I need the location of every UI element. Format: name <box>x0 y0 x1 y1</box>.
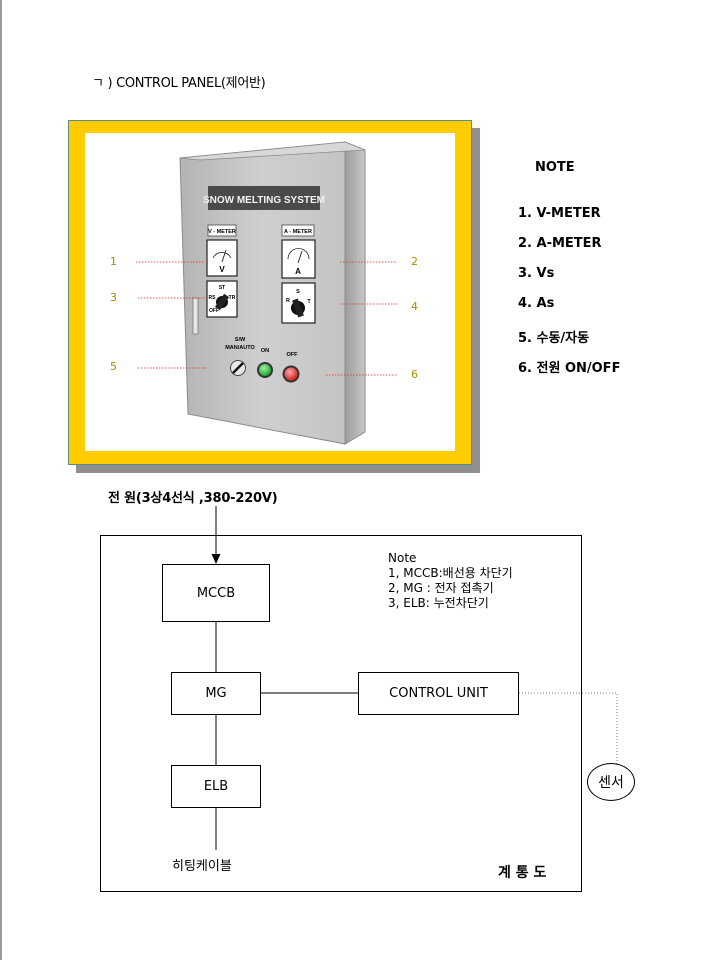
diagram-note-line: Note <box>388 551 417 565</box>
diagram-note-line: 2, MG : 전자 접촉기 <box>388 581 494 595</box>
svg-text:OFF: OFF <box>287 352 299 358</box>
sensor-line <box>519 692 618 764</box>
page-left-rule <box>0 0 2 960</box>
svg-text:MAN/AUTO: MAN/AUTO <box>225 345 255 351</box>
on-lamp <box>259 364 271 376</box>
note-title: NOTE <box>535 160 575 175</box>
mccb-box: MCCB <box>162 564 270 622</box>
mg-label: MG <box>205 686 227 701</box>
diagram-note-line: 3, ELB: 누전차단기 <box>388 596 489 610</box>
sign-plate <box>208 186 320 210</box>
heating-cable-label: 히팅케이블 <box>172 859 232 874</box>
a-meter <box>281 239 316 279</box>
v-meter <box>206 239 238 277</box>
control-unit-label: CONTROL UNIT <box>389 686 488 701</box>
callout-2: 2 <box>411 255 418 268</box>
svg-text:T: T <box>307 299 311 305</box>
control-unit-box: CONTROL UNIT <box>358 672 519 715</box>
off-lamp <box>284 367 298 381</box>
mg-box: MG <box>171 672 261 715</box>
note-item: 2. A-METER <box>518 236 602 251</box>
svg-text:TR: TR <box>229 295 236 301</box>
elb-box: ELB <box>171 765 261 808</box>
sensor-label: 센서 <box>598 775 624 791</box>
svg-text:OFF: OFF <box>209 308 219 314</box>
note-item: 1. V-METER <box>518 206 601 221</box>
power-source-label: 전 원(3상4선식 ,380-220V) <box>108 491 278 506</box>
callout-leaders <box>136 261 398 376</box>
a-meter-symbol: A <box>295 267 301 276</box>
sensor-node: 센서 <box>587 763 635 801</box>
diagram-note-line: 1, MCCB:배선용 차단기 <box>388 566 513 580</box>
callout-1: 1 <box>110 255 117 268</box>
note-item: 4. As <box>518 296 555 311</box>
diagram-note: Note 1, MCCB:배선용 차단기 2, MG : 전자 접촉기 3, E… <box>388 551 513 611</box>
svg-text:RS: RS <box>209 295 217 301</box>
a-meter-label: A - METER <box>284 229 312 235</box>
mccb-label: MCCB <box>196 585 236 601</box>
svg-text:S: S <box>296 289 300 295</box>
callout-4: 4 <box>411 300 418 313</box>
elb-label: ELB <box>203 779 229 794</box>
callout-3: 3 <box>110 291 117 304</box>
door-handle <box>192 297 199 335</box>
power-arrow <box>211 554 221 564</box>
callout-5: 5 <box>110 360 117 373</box>
note-item: 3. Vs <box>518 266 555 281</box>
note-item: 6. 전원 ON/OFF <box>518 361 621 376</box>
svg-text:R: R <box>286 298 290 304</box>
callout-6: 6 <box>411 368 418 381</box>
system-diagram-label: 계 통 도 <box>498 865 547 881</box>
diagram-frame <box>100 535 582 892</box>
note-item: 5. 수동/자동 <box>518 331 590 346</box>
svg-text:ON: ON <box>261 348 269 354</box>
sign-text: SNOW MELTING SYSTEM <box>203 195 325 206</box>
v-meter-label: V - METER <box>208 229 236 235</box>
cabinet-side <box>344 141 366 445</box>
section-title: ㄱ ) CONTROL PANEL(제어반) <box>92 76 266 91</box>
cabinet-top <box>179 141 366 161</box>
svg-text:ST: ST <box>219 285 225 291</box>
svg-text:S/W: S/W <box>235 337 246 343</box>
v-meter-symbol: V <box>219 265 225 274</box>
